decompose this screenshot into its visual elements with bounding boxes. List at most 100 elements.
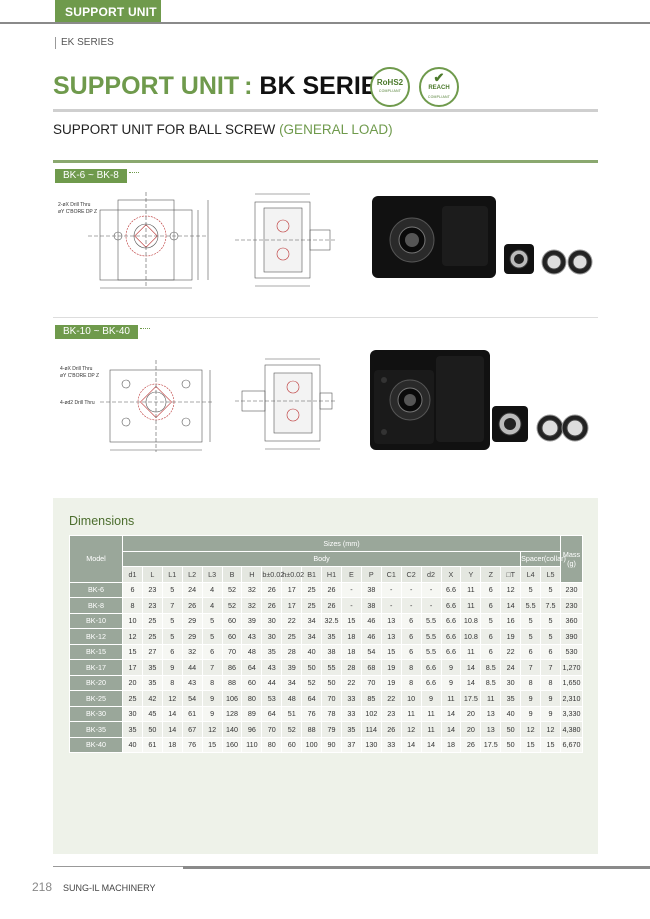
value-cell: 46 [360, 628, 382, 645]
value-cell: 12 [122, 628, 143, 645]
value-cell: 9 [201, 705, 223, 722]
value-cell: 23 [141, 581, 163, 598]
value-cell: 54 [181, 690, 203, 707]
value-cell: 7 [540, 659, 561, 676]
value-cell: 48 [281, 690, 303, 707]
value-cell: 42 [141, 690, 163, 707]
value-cell: 6 [540, 643, 561, 660]
mass-cell: 2,310 [560, 690, 583, 707]
value-cell: 11 [440, 690, 462, 707]
value-cell: 30 [261, 628, 283, 645]
value-cell: 50 [500, 721, 522, 738]
value-cell: 88 [301, 721, 323, 738]
value-cell: 34 [281, 674, 303, 691]
value-cell: 78 [321, 705, 342, 722]
value-cell: 110 [241, 736, 263, 753]
value-cell: 6 [520, 643, 542, 660]
value-cell: 39 [281, 659, 303, 676]
value-cell: 11 [420, 721, 442, 738]
value-cell: 15 [340, 612, 362, 629]
value-cell: 9 [540, 690, 561, 707]
value-cell: 14 [440, 705, 462, 722]
value-cell: 43 [241, 628, 263, 645]
value-cell: 43 [181, 674, 203, 691]
value-cell: 68 [360, 659, 382, 676]
column-header: L2 [181, 566, 203, 583]
footer-rule-right [183, 866, 650, 869]
section-tab: SUPPORT UNIT [55, 0, 161, 22]
value-cell: 5 [480, 612, 502, 629]
model-cell: BK-6 [69, 581, 123, 598]
value-cell: 8 [520, 674, 542, 691]
value-cell: 53 [261, 690, 283, 707]
value-cell: 39 [241, 612, 263, 629]
value-cell: 40 [122, 736, 143, 753]
mass-cell: 390 [560, 628, 583, 645]
value-cell: 8 [201, 674, 223, 691]
value-cell: - [340, 597, 362, 614]
value-cell: 17 [281, 597, 303, 614]
rohs-badge-icon: RoHS2 COMPLIANT [370, 67, 410, 107]
value-cell: 15 [122, 643, 143, 660]
value-cell: 22 [281, 612, 303, 629]
value-cell: 32 [241, 581, 263, 598]
column-header: B1 [301, 566, 323, 583]
mass-cell: 6,670 [560, 736, 583, 753]
model-cell: BK-17 [69, 659, 123, 676]
value-cell: 80 [261, 736, 283, 753]
value-cell: - [420, 597, 442, 614]
value-cell: 15 [540, 736, 561, 753]
value-cell: 89 [241, 705, 263, 722]
value-cell: 17.5 [460, 690, 482, 707]
value-cell: 5 [540, 581, 561, 598]
value-cell: 4 [201, 581, 223, 598]
product-photo-bk6-housing [372, 196, 496, 278]
page-subtitle: SUPPORT UNIT FOR BALL SCREW (GENERAL LOA… [53, 122, 393, 137]
model-cell: BK-40 [69, 736, 123, 753]
model-cell: BK-15 [69, 643, 123, 660]
value-cell: 35 [321, 628, 342, 645]
column-header: L1 [161, 566, 183, 583]
column-header: Z [480, 566, 502, 583]
mass-cell: 3,330 [560, 705, 583, 722]
mass-header: Mass (g) [560, 535, 583, 583]
column-header: d2 [420, 566, 442, 583]
value-cell: 128 [221, 705, 243, 722]
mass-cell: 230 [560, 581, 583, 598]
value-cell: 9 [420, 690, 442, 707]
value-cell: 50 [321, 674, 342, 691]
model-cell: BK-12 [69, 628, 123, 645]
value-cell: 5 [161, 612, 183, 629]
value-cell: 6.6 [440, 581, 462, 598]
mass-cell: 360 [560, 612, 583, 629]
value-cell: 26 [321, 597, 342, 614]
value-cell: 11 [480, 690, 502, 707]
value-cell: 48 [241, 643, 263, 660]
value-cell: 106 [221, 690, 243, 707]
value-cell: 64 [301, 690, 323, 707]
value-cell: 8.5 [480, 659, 502, 676]
hole-label-2: øY C'BORE DP Z [58, 209, 97, 215]
value-cell: 4 [201, 597, 223, 614]
value-cell: 37 [340, 736, 362, 753]
value-cell: 7 [161, 597, 183, 614]
column-header: b±0.02 [261, 566, 284, 583]
value-cell: 6 [480, 628, 502, 645]
value-cell: 33 [380, 736, 402, 753]
title-part1: SUPPORT UNIT : [53, 72, 253, 100]
footer-rule-left [53, 866, 183, 867]
value-cell: 33 [340, 705, 362, 722]
hole-label-large-1: 4-øX Drill Thru [60, 366, 93, 372]
reach-badge-sub: COMPLIANT [427, 95, 451, 99]
value-cell: 30 [122, 705, 143, 722]
value-cell: 8.5 [480, 674, 502, 691]
value-cell: 35 [340, 721, 362, 738]
value-cell: 6.6 [440, 643, 462, 660]
value-cell: 30 [261, 612, 283, 629]
value-cell: 6.6 [440, 612, 462, 629]
value-cell: 10.8 [460, 628, 482, 645]
value-cell: 12 [500, 581, 522, 598]
